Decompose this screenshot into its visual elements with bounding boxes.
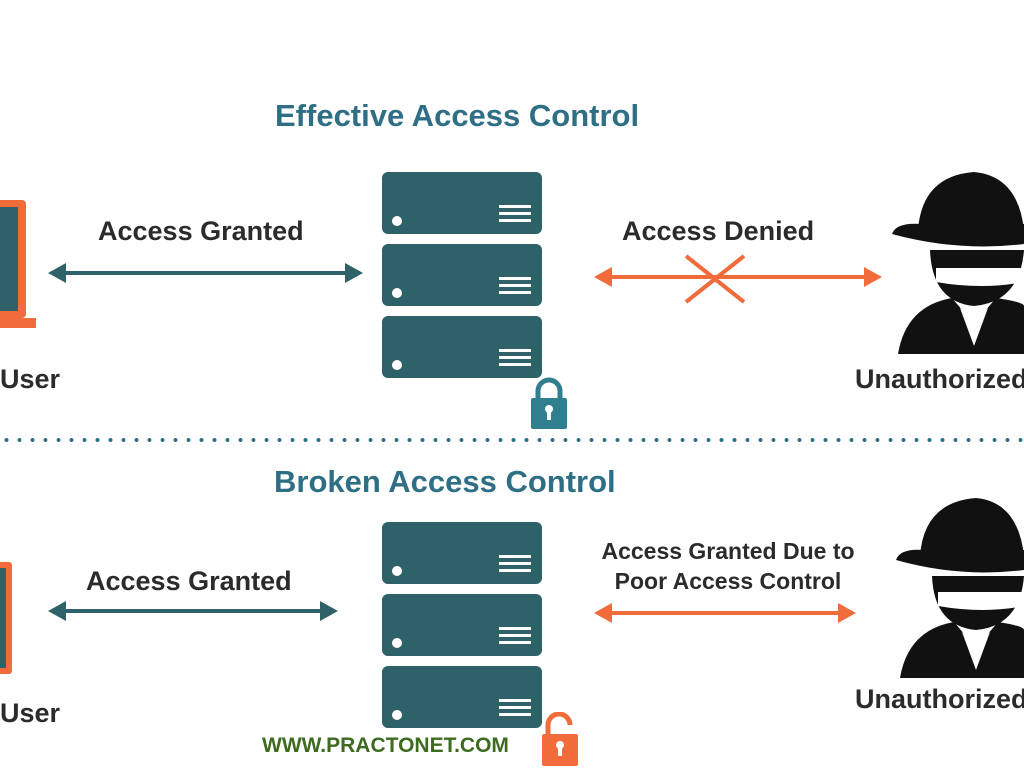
top-server-icon: [382, 172, 542, 380]
top-right-label: Access Denied: [622, 216, 815, 246]
bottom-right-label-line1: Access Granted Due to: [601, 538, 855, 564]
top-section-title: Effective Access Control: [275, 98, 640, 133]
bottom-right-label-line2: Poor Access Control: [614, 568, 842, 594]
bottom-attacker-label: Unauthorized: [855, 684, 1024, 714]
section-divider: [0, 438, 1024, 442]
top-attacker-label: Unauthorized: [855, 364, 1024, 394]
laptop-icon: [0, 200, 36, 328]
spy-icon: [892, 172, 1024, 354]
lock-icon: [542, 712, 578, 766]
cross-icon: [684, 254, 746, 304]
bottom-section-title: Broken Access Control: [274, 464, 616, 499]
watermark: WWW.PRACTONET.COM: [262, 734, 509, 757]
spy-icon: [896, 498, 1024, 678]
bottom-left-arrow: [48, 601, 338, 621]
bottom-left-label: Access Granted: [86, 566, 292, 596]
laptop-icon: [0, 562, 12, 674]
top-user-label: User: [0, 364, 61, 394]
bottom-right-label: Access Granted Due to Poor Access Contro…: [578, 536, 878, 596]
top-right-arrow: [594, 267, 882, 287]
bottom-right-arrow: [594, 603, 856, 623]
top-left-arrow: [48, 263, 363, 283]
top-left-label: Access Granted: [98, 216, 304, 246]
bottom-user-label: User: [0, 698, 61, 728]
lock-icon: [531, 377, 567, 429]
bottom-server-icon: [382, 522, 542, 732]
